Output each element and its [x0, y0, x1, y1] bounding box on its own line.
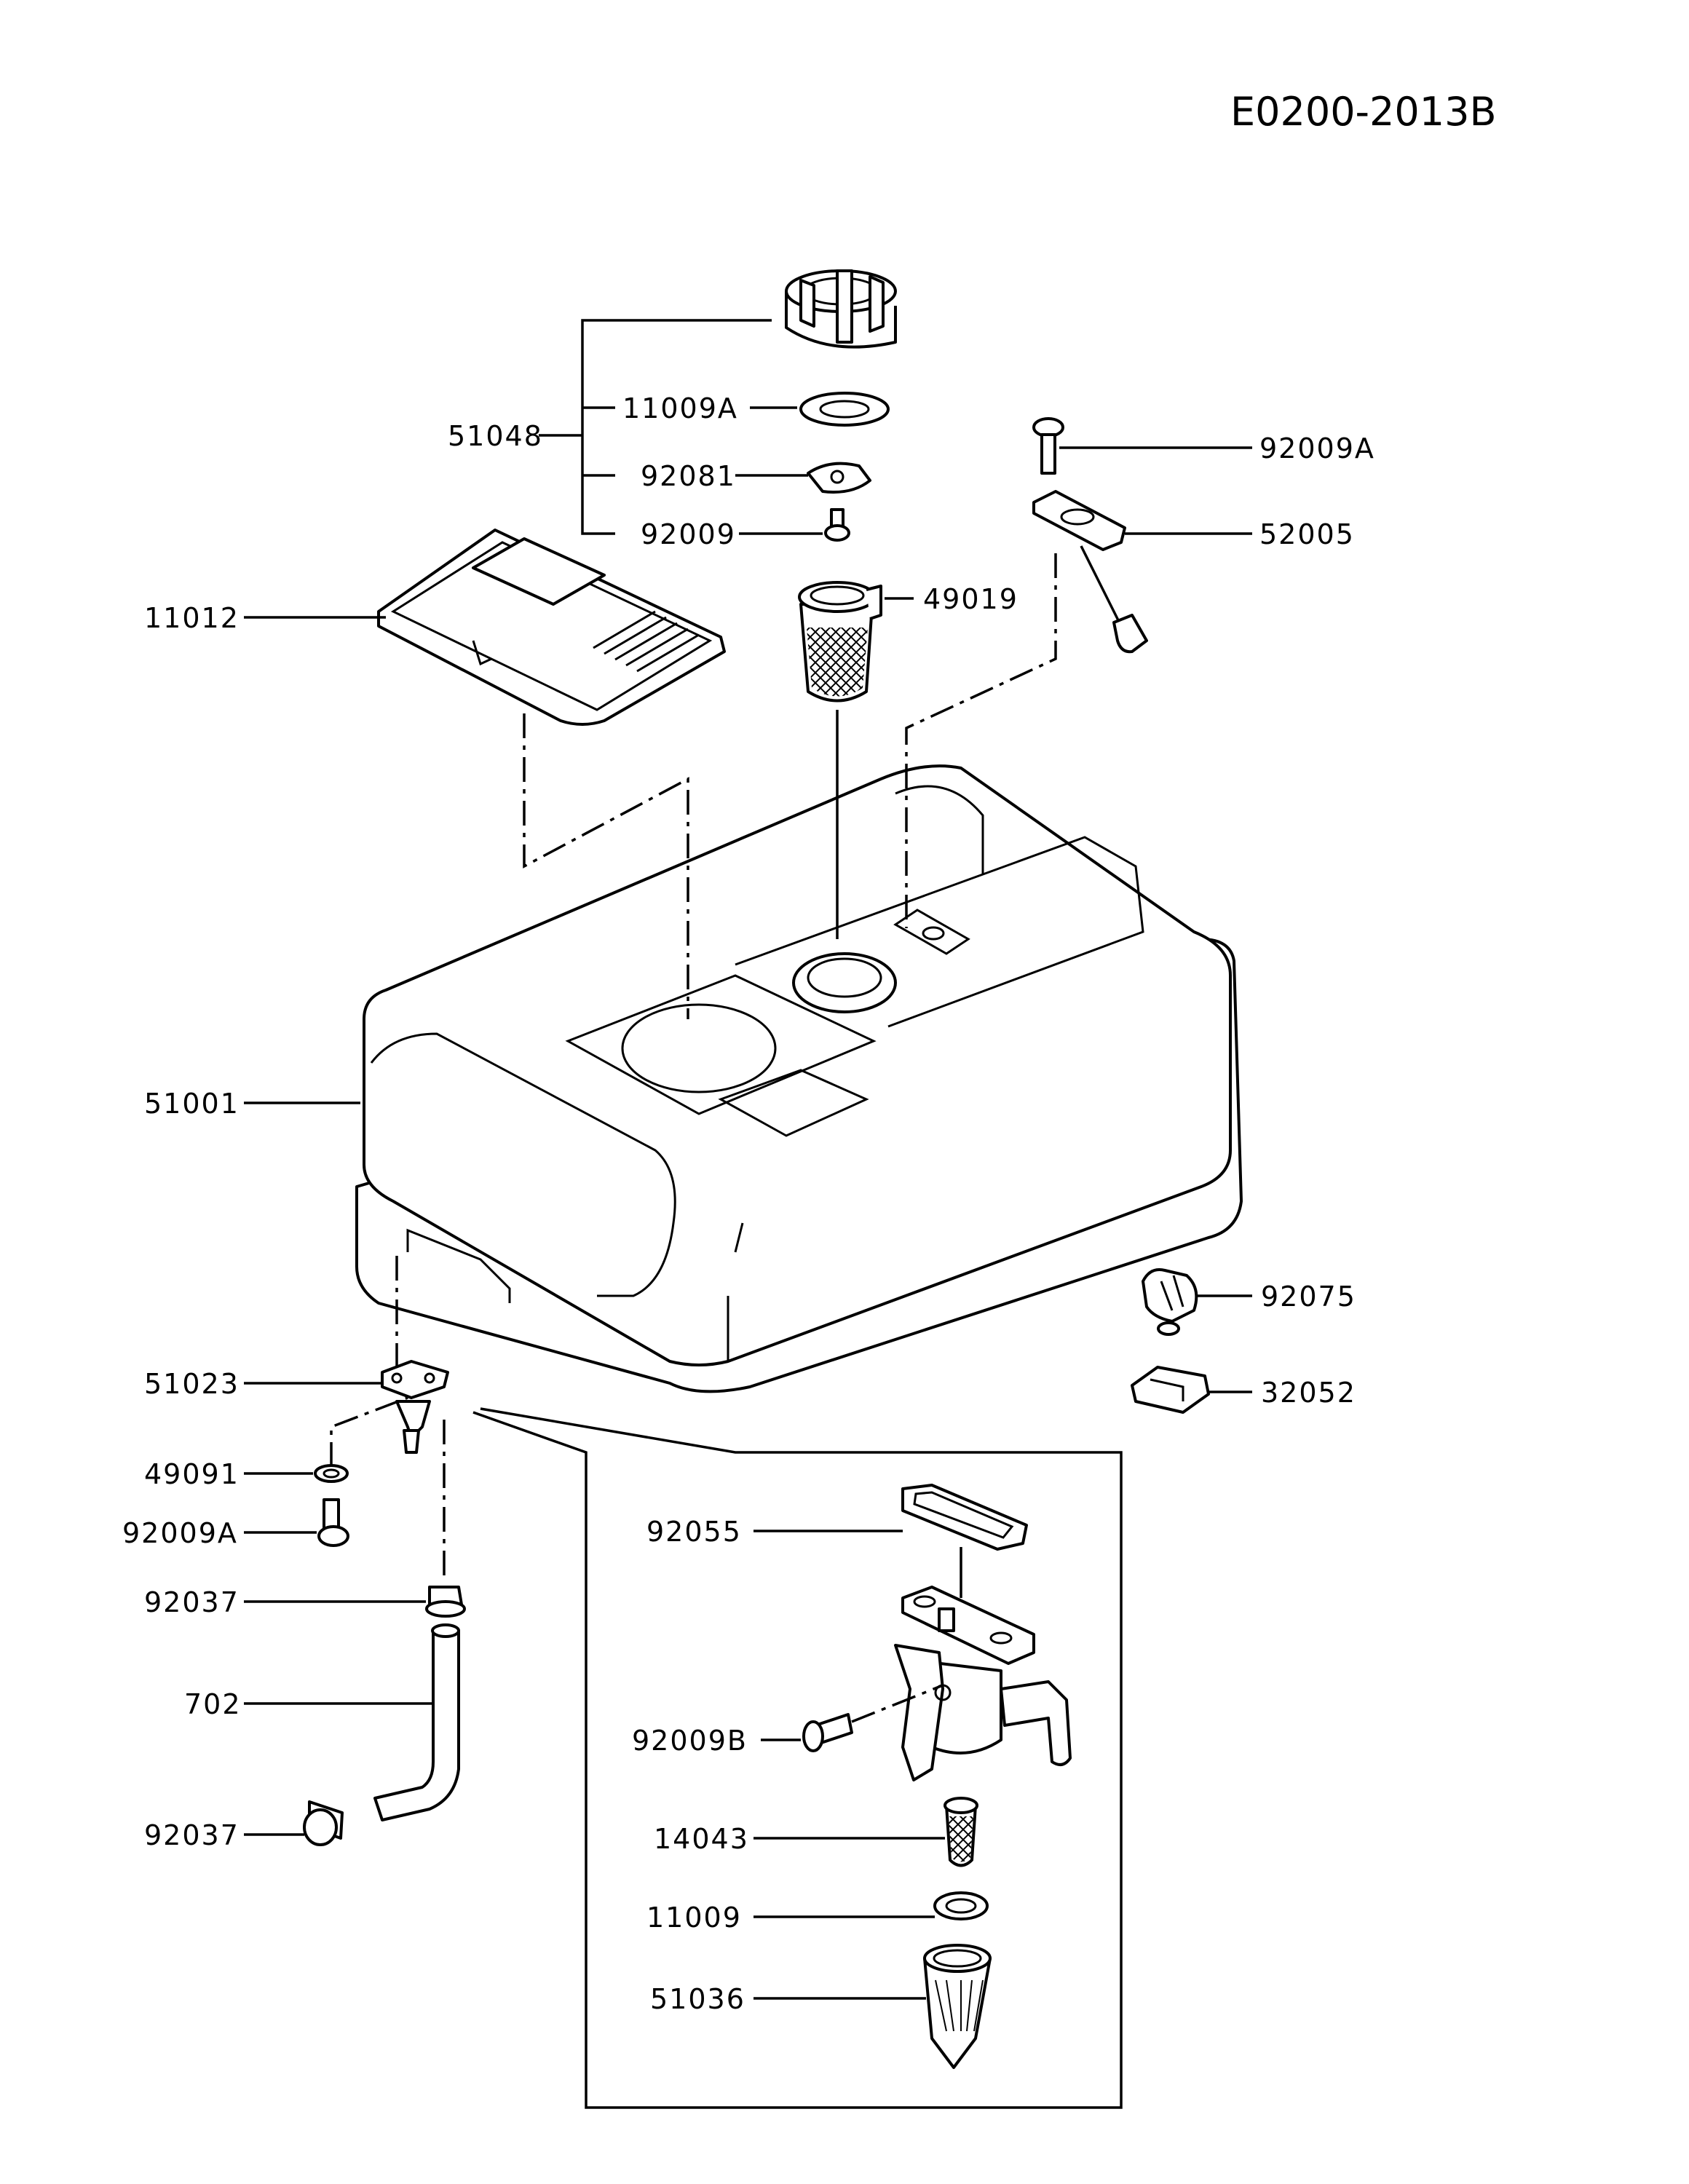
label-51036: 51036 [650, 1983, 745, 2015]
fuel-hose-702 [373, 1623, 460, 1821]
clamp-32052 [1131, 1366, 1210, 1414]
tank-cover-11012 [377, 529, 726, 726]
label-92037-top: 92037 [144, 1586, 240, 1618]
label-11012: 11012 [144, 602, 240, 634]
label-52005: 52005 [1259, 518, 1355, 550]
strainer-14043 [944, 1797, 978, 1867]
oring-guide-line [330, 1396, 408, 1467]
label-92009B: 92009B [632, 1725, 748, 1757]
label-92075: 92075 [1261, 1281, 1356, 1313]
fuel-tank-51001 [355, 764, 1243, 1393]
label-92009A-top: 92009A [1259, 432, 1375, 464]
fuel-cup-51036 [923, 1944, 992, 2069]
cap-bracket [539, 319, 772, 535]
tank-cap [785, 269, 897, 349]
screw-92009B [802, 1713, 853, 1752]
gasket-92055 [901, 1484, 1028, 1551]
label-14043: 14043 [654, 1823, 749, 1855]
leader-lines [244, 406, 1252, 2000]
label-49091: 49091 [144, 1458, 240, 1490]
label-92037-bottom: 92037 [144, 1819, 240, 1851]
gauge-screw-92009A [1032, 417, 1064, 475]
label-11009A: 11009A [622, 392, 738, 424]
cap-plate-92081 [807, 462, 871, 494]
label-92081: 92081 [641, 460, 736, 492]
hose-clamp-92037-bottom [303, 1800, 344, 1846]
label-32052: 32052 [1261, 1377, 1356, 1409]
label-92055: 92055 [646, 1516, 742, 1548]
oring-49091 [314, 1464, 349, 1483]
label-92009A-left: 92009A [122, 1517, 238, 1549]
label-51023: 51023 [144, 1368, 240, 1400]
label-49019: 49019 [923, 583, 1018, 615]
gasket-11009 [933, 1891, 989, 1920]
cover-guide-line [523, 713, 689, 1019]
label-11009: 11009 [646, 1902, 742, 1934]
label-92009: 92009 [641, 518, 736, 550]
label-51001: 51001 [144, 1088, 240, 1120]
hose-clamp-92037-top [425, 1586, 466, 1618]
label-702: 702 [184, 1688, 242, 1720]
cap-gasket-11009A [799, 392, 890, 427]
gauge-guide-line [905, 553, 1057, 928]
screw-guide-line [851, 1684, 944, 1723]
part-labels: 51048 11009A 92081 92009 92009A 52005 11… [122, 392, 1375, 2015]
diagram-code: E0200-2013B [1230, 89, 1497, 135]
fuel-gauge-52005 [1032, 490, 1148, 654]
screw-92009A-left [317, 1498, 349, 1547]
label-51048: 51048 [448, 420, 543, 452]
clamp-92075 [1142, 1268, 1198, 1336]
tank-filter-49019 [798, 581, 882, 703]
fuel-cock-body [894, 1586, 1072, 1781]
fuel-cock-base-51023 [381, 1360, 449, 1454]
cap-screw-92009 [824, 508, 850, 542]
fuel-cock-inset [472, 1407, 1123, 2109]
